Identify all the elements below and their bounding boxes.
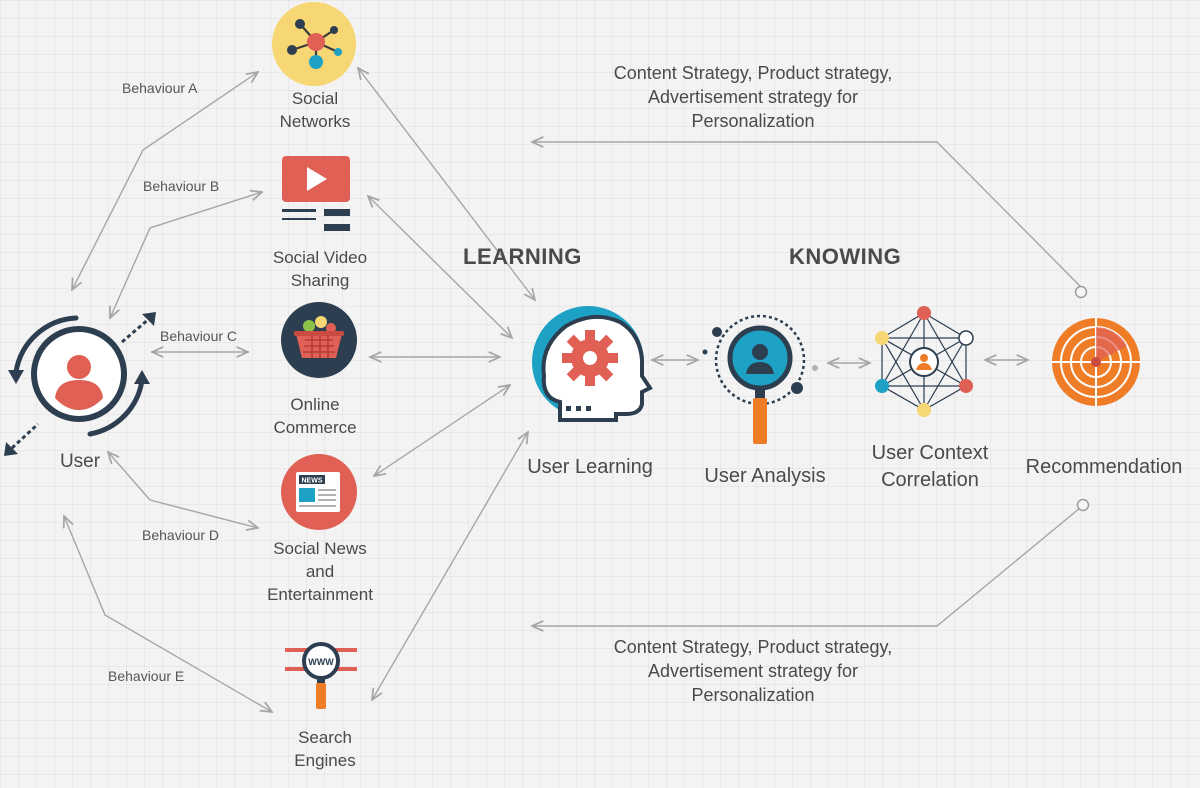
strategy-bottom-line3: Personalization: [691, 685, 815, 705]
search-engines-label-line1: Search: [298, 728, 352, 747]
search-engines-learning-connector: [372, 432, 528, 700]
strategy-bottom-text: Content Strategy, Product strategy, Adve…: [583, 635, 923, 707]
newspaper-icon: NEWS: [281, 454, 357, 530]
behaviour-a-connector: [72, 72, 258, 290]
strategy-top-text: Content Strategy, Product strategy, Adve…: [583, 61, 923, 133]
strategy-top-line1: Content Strategy, Product strategy,: [613, 63, 893, 83]
strategy-bottom-line1: Content Strategy, Product strategy,: [613, 637, 893, 657]
social-news-label-line3: Entertainment: [267, 585, 373, 604]
user-label: User: [59, 451, 101, 472]
recommendation-label: Recommendation: [1025, 456, 1183, 478]
social-networks-label: Social Networks: [255, 87, 375, 133]
strategy-top-line3: Personalization: [691, 111, 815, 131]
strategy-top-line2: Advertisement strategy for: [647, 87, 859, 107]
user-context-label-line2: Correlation: [881, 469, 979, 491]
top-feedback-origin-dot: [1074, 285, 1088, 299]
bottom-feedback-origin-dot: [1076, 498, 1090, 512]
search-engines-label: Search Engines: [265, 726, 385, 772]
brain-gear-icon: [532, 306, 653, 422]
behaviour-e-connector: [64, 516, 272, 712]
rotate-arrows-icon: [13, 315, 145, 437]
behaviour-e-label: Behaviour E: [108, 668, 185, 684]
social-video-label-line1: Social Video: [272, 248, 368, 267]
social-networks-label-line2: Networks: [279, 112, 351, 131]
social-video-label: Social Video Sharing: [255, 246, 385, 292]
social-video-learning-connector: [368, 196, 512, 338]
behaviour-d-label: Behaviour D: [142, 527, 220, 543]
behaviour-a-label: Behaviour A: [122, 80, 198, 96]
knowing-heading: KNOWING: [789, 244, 902, 269]
bottom-feedback-connector: [532, 507, 1081, 626]
www-badge-text: WWW: [308, 657, 334, 667]
user-learning-label: User Learning: [527, 456, 653, 478]
user-context-label: User Context Correlation: [855, 440, 1005, 494]
magnifier-user-icon: [702, 314, 818, 444]
behaviour-b-connector: [110, 192, 262, 318]
shopping-basket-icon: [281, 302, 357, 378]
search-engines-label-line2: Engines: [294, 751, 356, 770]
top-feedback-connector: [532, 142, 1081, 287]
behaviour-b-label: Behaviour B: [143, 178, 220, 194]
video-play-icon: [282, 156, 350, 231]
network-correlation-icon: [875, 306, 974, 417]
behaviour-c-label: Behaviour C: [160, 328, 238, 344]
user-avatar-icon: [31, 326, 127, 422]
online-commerce-label: Online Commerce: [255, 393, 375, 439]
radar-target-icon: [1052, 318, 1140, 406]
user-analysis-label: User Analysis: [704, 465, 826, 487]
user-context-label-line1: User Context: [871, 442, 989, 464]
search-www-icon: WWW: [285, 642, 357, 709]
social-network-icon: [272, 2, 356, 86]
social-news-label-line1: Social News: [273, 539, 367, 558]
online-commerce-label-line2: Commerce: [273, 418, 357, 437]
learning-heading: LEARNING: [463, 244, 582, 269]
social-news-label: Social News and Entertainment: [250, 537, 390, 606]
online-commerce-label-line1: Online: [290, 395, 340, 414]
social-news-label-line2: and: [305, 562, 335, 581]
expand-arrows-icon: [4, 312, 156, 456]
news-badge-text: NEWS: [302, 478, 323, 485]
social-networks-label-line1: Social: [291, 89, 339, 108]
strategy-bottom-line2: Advertisement strategy for: [647, 661, 859, 681]
social-video-label-line2: Sharing: [290, 271, 350, 290]
